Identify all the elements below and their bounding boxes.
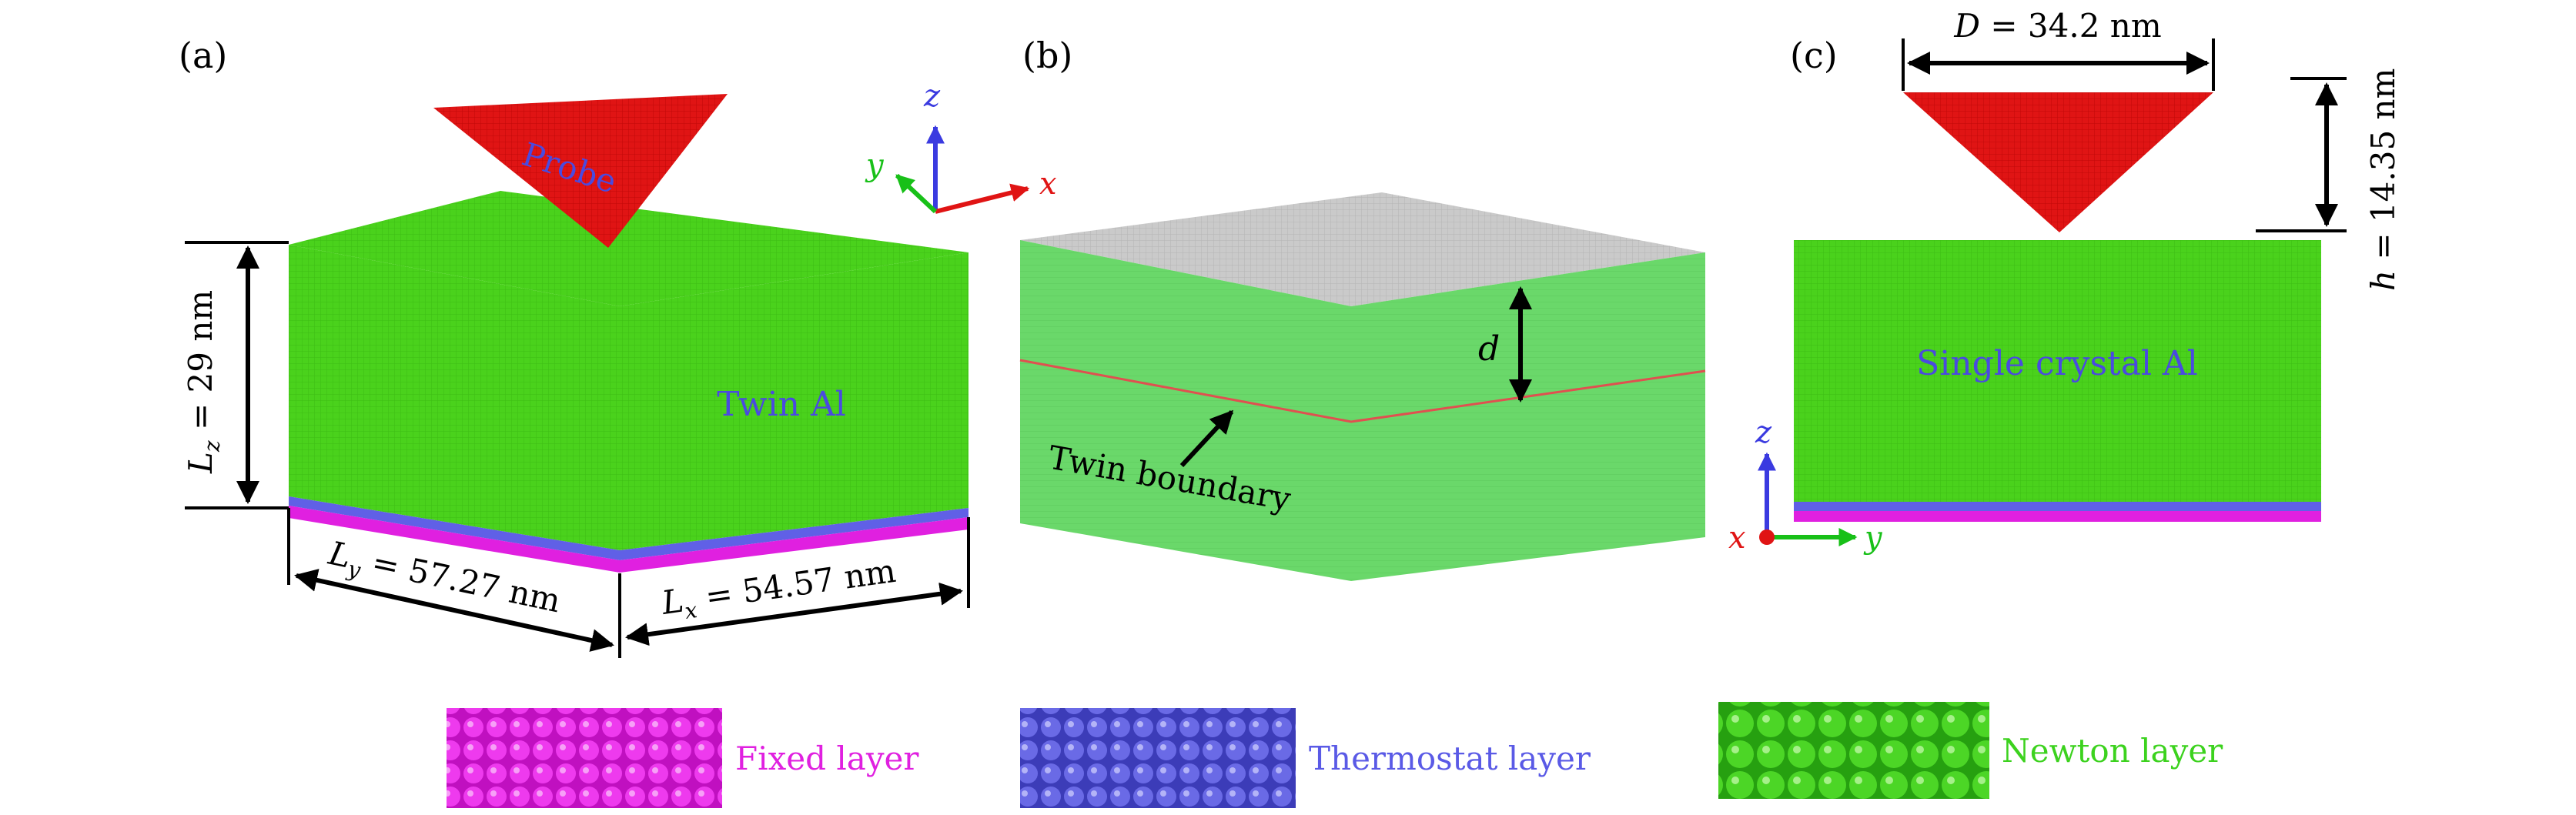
axes-triad-a: z x y [865, 78, 1057, 214]
axis-x-label: x [1039, 166, 1057, 202]
axis-z-label: z [923, 78, 941, 114]
fixed-layer-a [289, 506, 969, 573]
legend-fixed-swatch [447, 708, 722, 808]
legend-thermostat-label: Thermostat layer [1309, 740, 1591, 777]
twin-right-face [1351, 252, 1705, 581]
panel-a-tag: (a) [179, 35, 227, 76]
legend-newton-swatch [1718, 702, 1989, 799]
axis-x-arrow [935, 183, 1030, 214]
single-crystal-label: Single crystal Al [1916, 344, 2198, 383]
ly-arrow [294, 569, 614, 652]
boundary-pointer [1179, 409, 1234, 468]
h-label: h = 14.35 nm [2364, 68, 2402, 291]
axes-triad-c: z x y [1728, 415, 1883, 556]
panel-c: (c) D = 34.2 nm Single crystal Al h = 14… [1728, 7, 2402, 556]
twin-al-left-face [289, 245, 620, 550]
panel-b: (b) d Twin boundary [1019, 35, 1706, 581]
thermostat-layer-c [1794, 502, 2321, 511]
d-label: d [1478, 329, 1500, 369]
panel-c-tag: (c) [1790, 35, 1838, 76]
panel-b-tag: (b) [1022, 35, 1072, 76]
legend-thermostat-swatch [1020, 708, 1296, 808]
twin-al-label: Twin Al [717, 385, 846, 424]
twin-al-right-face [620, 252, 969, 550]
axis-y-label-c: y [1863, 520, 1883, 556]
lz-label: Lz = 29 nm [182, 290, 225, 474]
legend-fixed-label: Fixed layer [735, 740, 919, 777]
axis-x-label-c: x [1728, 520, 1746, 556]
single-crystal-block [1794, 240, 2321, 502]
panel-a: (a) Probe Twin Al Lz = 29 nm Ly = 57.27 … [179, 35, 1057, 658]
twin-boundary-line [1019, 359, 1706, 423]
axis-y-arrow [895, 173, 938, 214]
axis-z-label-c: z [1755, 415, 1772, 450]
thermostat-layer-a [289, 496, 969, 560]
probe-width-label: D = 34.2 nm [1953, 7, 2161, 45]
twin-left-face [1020, 240, 1351, 581]
legend-newton-label: Newton layer [2002, 732, 2223, 770]
probe-c [1903, 92, 2213, 232]
legend: Fixed layer Thermostat layer Newton laye… [447, 702, 2223, 808]
axis-y-label: y [865, 148, 885, 183]
fixed-layer-c [1794, 511, 2321, 522]
twin-al-top-face [289, 191, 969, 306]
probe-a [433, 94, 728, 248]
lx-arrow [625, 582, 963, 646]
twin-top-face [1020, 192, 1705, 306]
axis-x-dot [1759, 529, 1775, 545]
